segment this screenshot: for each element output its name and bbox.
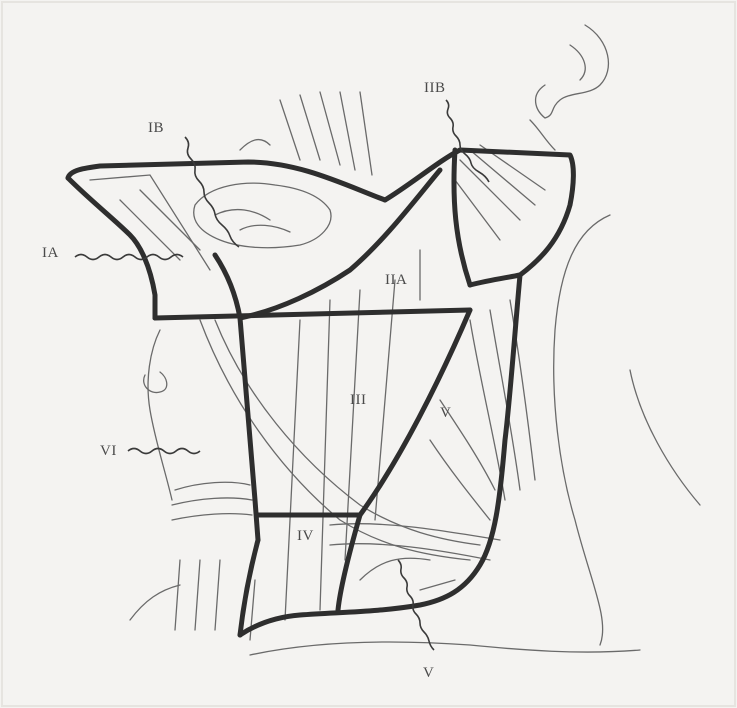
boundary-III-V <box>338 310 470 610</box>
ear-outline <box>536 25 609 118</box>
level-boundaries <box>68 150 573 635</box>
boundary-IA-IB <box>155 255 240 318</box>
boundary-IV-anterior <box>240 540 258 635</box>
label-IIB: IIB <box>424 80 446 97</box>
hyoid-notch <box>144 372 167 393</box>
boundary-mandible-anterior <box>68 162 385 200</box>
trachea-ring-1 <box>175 482 250 490</box>
leader-VI <box>128 449 200 454</box>
boundary-IB-IIA <box>240 170 440 318</box>
trachea-ring-3 <box>172 514 252 520</box>
trachea-ring-2 <box>172 498 252 505</box>
boundary-III-anterior <box>240 318 258 540</box>
label-IV: IV <box>297 528 314 545</box>
label-IA: IA <box>42 245 59 262</box>
larynx-outline <box>148 330 172 500</box>
boundary-II-V <box>470 275 520 285</box>
neck-outline-sketch <box>90 25 700 655</box>
label-V-upper: V <box>440 405 451 422</box>
label-III: III <box>350 392 367 409</box>
shoulder-contour <box>630 370 700 505</box>
label-V-lower: V <box>423 665 434 682</box>
ear-inner <box>570 45 585 80</box>
leader-IA <box>75 255 183 260</box>
neck-back-contour <box>554 215 610 645</box>
label-IIA: IIA <box>385 272 407 289</box>
label-VI: VI <box>100 443 117 460</box>
boundary-IA-outer <box>68 178 155 318</box>
neck-contour-top <box>530 120 555 150</box>
boundary-hyoid-level <box>155 310 470 318</box>
lower-left-contour <box>130 585 180 620</box>
label-IB: IB <box>148 120 164 137</box>
strap-line-1 <box>285 320 300 620</box>
boundary-IIA-IIB <box>454 150 470 285</box>
chest-contour <box>250 642 640 655</box>
